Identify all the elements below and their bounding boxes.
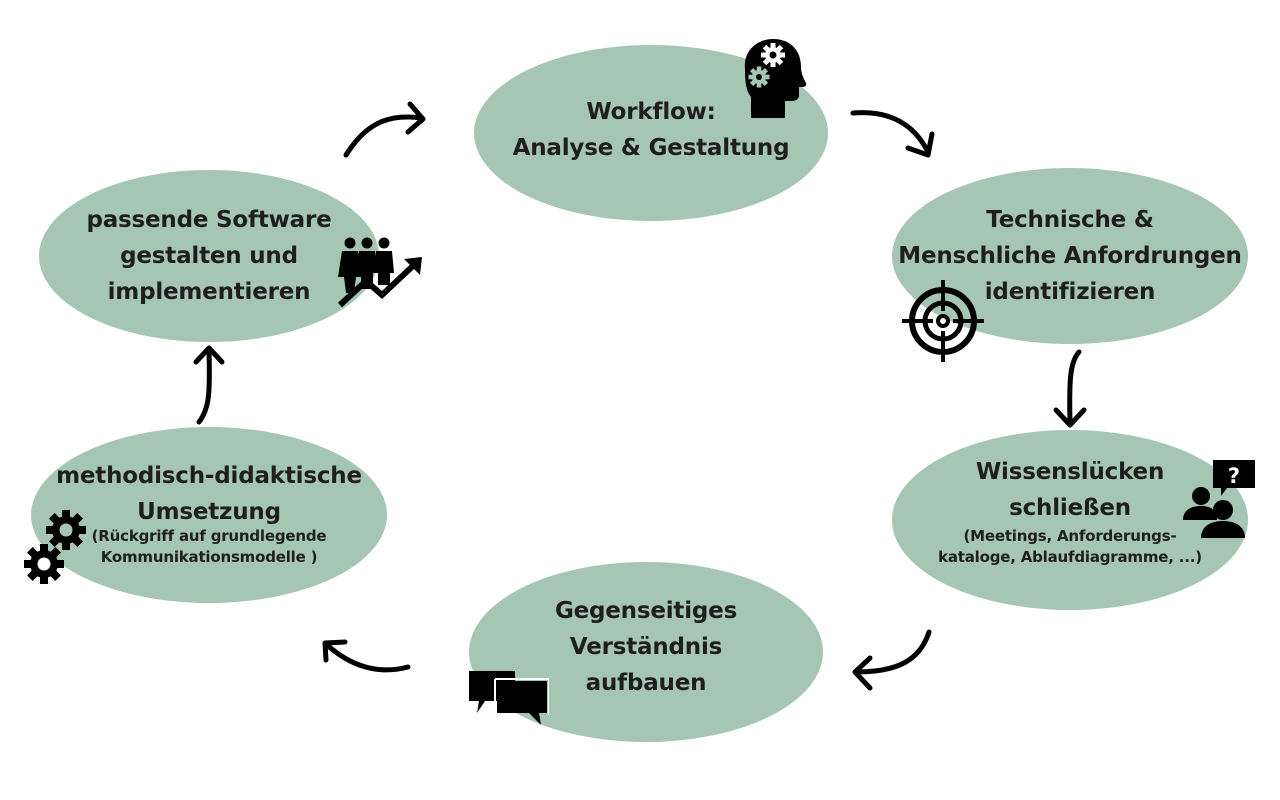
arrow-software-to-workflow bbox=[343, 101, 426, 158]
node-verstaendnis-line-1: Gegenseitiges bbox=[554, 598, 738, 624]
node-software-line-1: passende Software bbox=[86, 207, 332, 233]
node-umsetzung-sub-2: Kommunikationsmodelle ) bbox=[100, 548, 318, 566]
node-wissensluecken-line-1: Wissenslücken bbox=[975, 459, 1165, 485]
node-wissensluecken-sub-1: (Meetings, Anforderungs- bbox=[963, 527, 1177, 545]
node-wissensluecken-sub-2: kataloge, Ablaufdiagramme, ...) bbox=[938, 548, 1202, 566]
node-umsetzung-sub-1: (Rückgriff auf grundlegende bbox=[91, 527, 327, 545]
node-workflow-line-1: Workflow: bbox=[586, 99, 716, 125]
node-anforderungen-line-1: Technische & bbox=[986, 207, 1154, 233]
arrow-verstaendnis-to-umsetzung bbox=[322, 639, 411, 673]
node-anforderungen-line-2: Menschliche Anfordrungen bbox=[898, 243, 1242, 269]
node-software: passende Software gestalten und implemen… bbox=[39, 170, 379, 342]
svg-text:?: ? bbox=[1228, 464, 1240, 488]
arrow-wissensluecken-to-verstaendnis bbox=[852, 629, 932, 691]
people-question-icon: ? bbox=[1183, 460, 1255, 538]
node-software-line-2: gestalten und bbox=[120, 243, 298, 269]
node-verstaendnis: Gegenseitiges Verständnis aufbauen bbox=[469, 562, 823, 742]
node-wissensluecken-line-2: schließen bbox=[1009, 495, 1131, 521]
chat-bubbles-icon bbox=[469, 671, 549, 725]
gears-icon bbox=[24, 510, 86, 584]
arrow-anforderungen-to-wissensluecken bbox=[1053, 349, 1087, 428]
target-icon bbox=[902, 280, 984, 362]
node-workflow-line-2: Analyse & Gestaltung bbox=[512, 135, 790, 161]
arrow-umsetzung-to-software bbox=[193, 345, 225, 425]
node-software-line-3: implementieren bbox=[107, 279, 311, 305]
node-umsetzung-line-2: Umsetzung bbox=[137, 499, 281, 525]
node-verstaendnis-line-3: aufbauen bbox=[585, 670, 707, 696]
arrow-workflow-to-anforderungen bbox=[850, 110, 935, 158]
node-anforderungen: Technische & Menschliche Anfordrungen id… bbox=[892, 168, 1248, 344]
node-verstaendnis-line-2: Verständnis bbox=[569, 634, 723, 660]
node-umsetzung-line-1: methodisch-didaktische bbox=[56, 463, 362, 489]
head-gears-icon bbox=[744, 39, 807, 118]
node-umsetzung: methodisch-didaktische Umsetzung (Rückgr… bbox=[31, 427, 387, 603]
node-anforderungen-line-3: identifizieren bbox=[984, 279, 1156, 305]
team-growth-icon bbox=[338, 237, 422, 308]
